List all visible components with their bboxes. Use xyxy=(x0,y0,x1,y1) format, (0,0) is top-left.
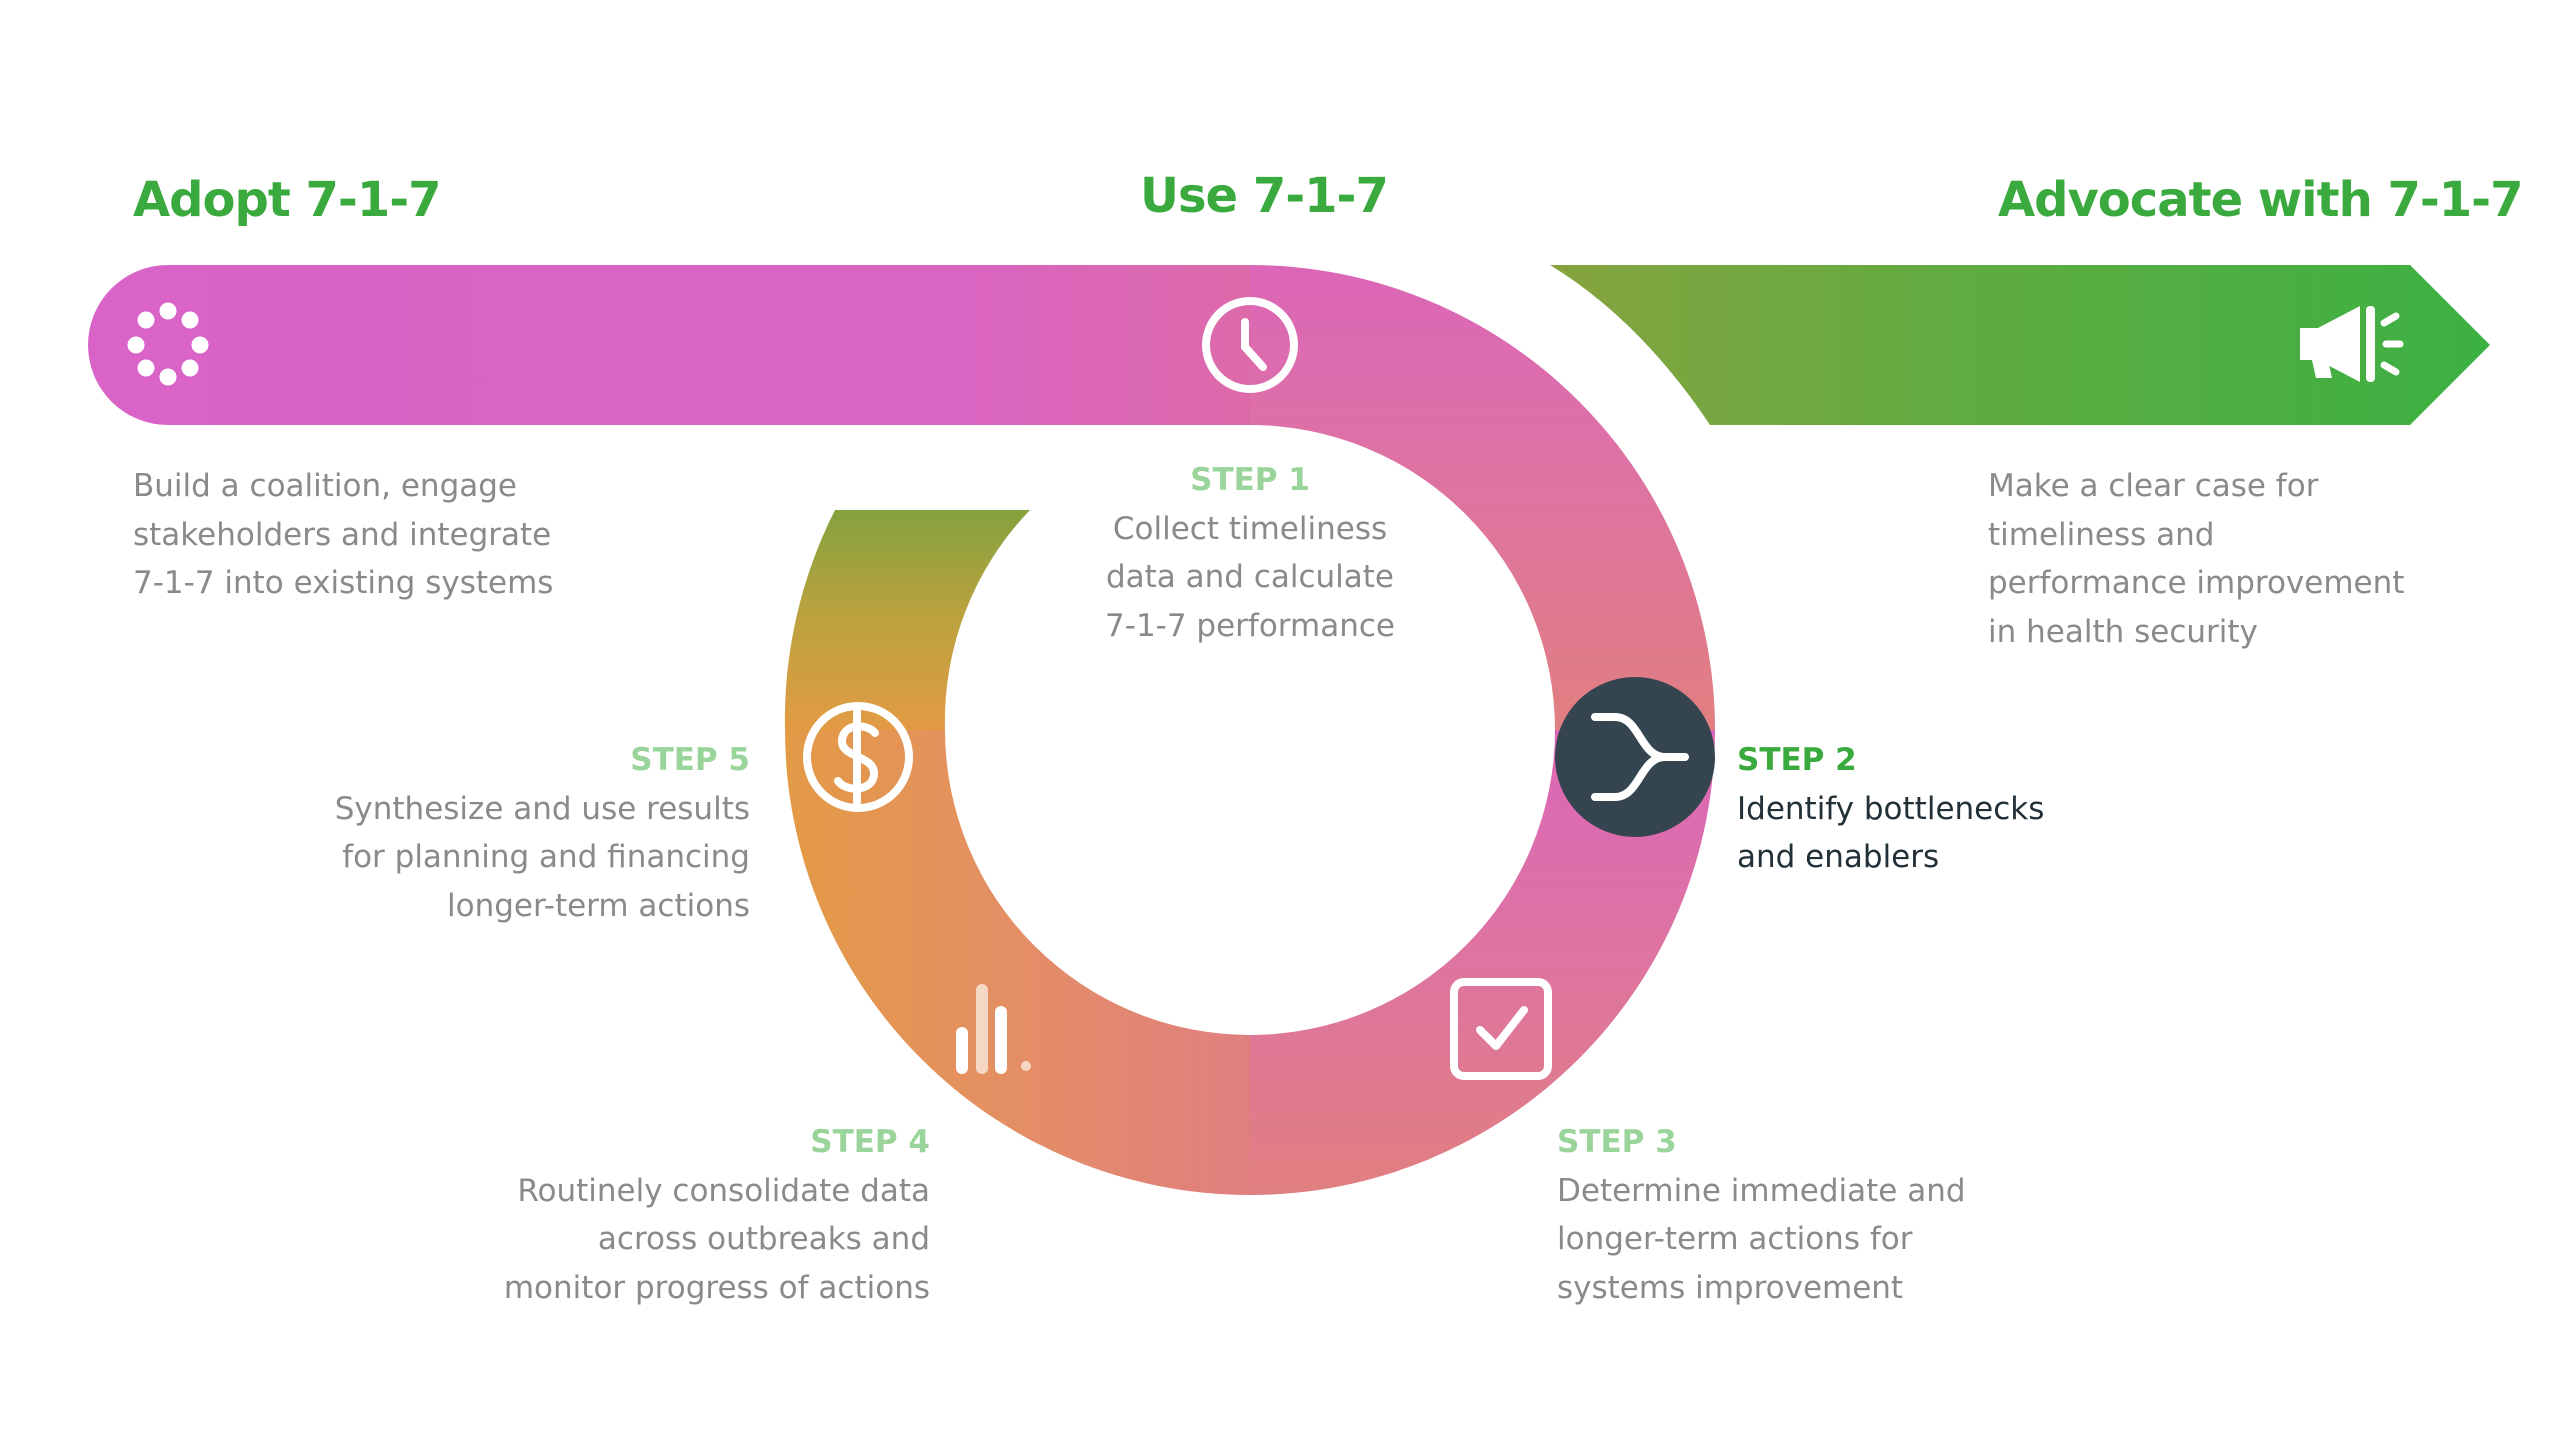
adopt-heading: Adopt 7-1-7 xyxy=(133,172,442,228)
step-4-line: monitor progress of actions xyxy=(503,1269,930,1306)
step-5-line: for planning and financing xyxy=(342,839,750,875)
step-3-line: systems improvement xyxy=(1557,1269,1904,1306)
dollar-icon xyxy=(803,702,913,812)
step-1-block: STEP 1 Collect timeliness data and calcu… xyxy=(1050,456,1450,650)
clock-icon xyxy=(1202,297,1298,393)
step-2-label: STEP 2 xyxy=(1737,742,1857,778)
step-3-block: STEP 3 Determine immediate and longer-te… xyxy=(1557,1118,1966,1312)
step-2-node xyxy=(1555,677,1715,837)
step-5-line: Synthesize and use results xyxy=(334,790,750,827)
step-2-block: STEP 2 Identify bottlenecks and enablers xyxy=(1737,736,2044,882)
step-3-line: longer-term actions for xyxy=(1557,1221,1913,1257)
advocate-description-line: performance improvement xyxy=(1988,565,2405,601)
step-3-line: Determine immediate and xyxy=(1557,1172,1966,1209)
adopt-description-line: stakeholders and integrate xyxy=(133,516,552,553)
step-3-label: STEP 3 xyxy=(1557,1124,1677,1160)
cycle-segment-upper-right xyxy=(1250,265,1715,730)
adopt-description-line: Build a coalition, engage xyxy=(133,468,517,504)
step-4-line: across outbreaks and xyxy=(597,1221,930,1257)
cycle-segment-lower-left xyxy=(785,730,1250,1195)
advocate-description-line: Make a clear case for xyxy=(1988,468,2319,504)
cycle-segment-upper-left xyxy=(784,510,1030,730)
step-5-block: STEP 5 Synthesize and use results for pl… xyxy=(250,736,750,930)
step-1-line: data and calculate xyxy=(1105,559,1395,595)
adopt-use-band xyxy=(88,265,1250,425)
advocate-description-line: timeliness and xyxy=(1988,516,2215,553)
checkbox-icon xyxy=(1450,978,1552,1080)
adopt-description-line: 7-1-7 into existing systems xyxy=(133,565,554,601)
cycle-segment-lower-right xyxy=(1250,730,1715,1195)
step-2-line: Identify bottlenecks xyxy=(1737,790,2045,827)
step-5-label: STEP 5 xyxy=(630,742,750,778)
step-1-line: 7-1-7 performance xyxy=(1105,607,1395,644)
step-5-line: longer-term actions xyxy=(447,887,750,924)
bar-chart-icon xyxy=(956,984,1031,1074)
advocate-arrow xyxy=(1550,265,2490,425)
merge-arrows-icon xyxy=(1591,713,1689,801)
use-heading: Use 7-1-7 xyxy=(1140,168,1389,224)
step-4-label: STEP 4 xyxy=(810,1124,930,1160)
step-1-line: Collect timeliness xyxy=(1112,510,1388,547)
step-4-line: Routinely consolidate data xyxy=(517,1172,930,1209)
advocate-heading: Advocate with 7-1-7 xyxy=(1998,172,2523,228)
dots-circle-icon xyxy=(127,302,209,386)
step-1-label: STEP 1 xyxy=(1190,462,1310,498)
adopt-description: Build a coalition, engage stakeholders a… xyxy=(133,462,553,608)
advocate-description: Make a clear case for timeliness and per… xyxy=(1988,462,2404,656)
step-4-block: STEP 4 Routinely consolidate data across… xyxy=(430,1118,930,1312)
advocate-description-line: in health security xyxy=(1988,613,2258,650)
megaphone-icon xyxy=(2300,306,2404,382)
step-2-line: and enablers xyxy=(1737,839,1940,875)
